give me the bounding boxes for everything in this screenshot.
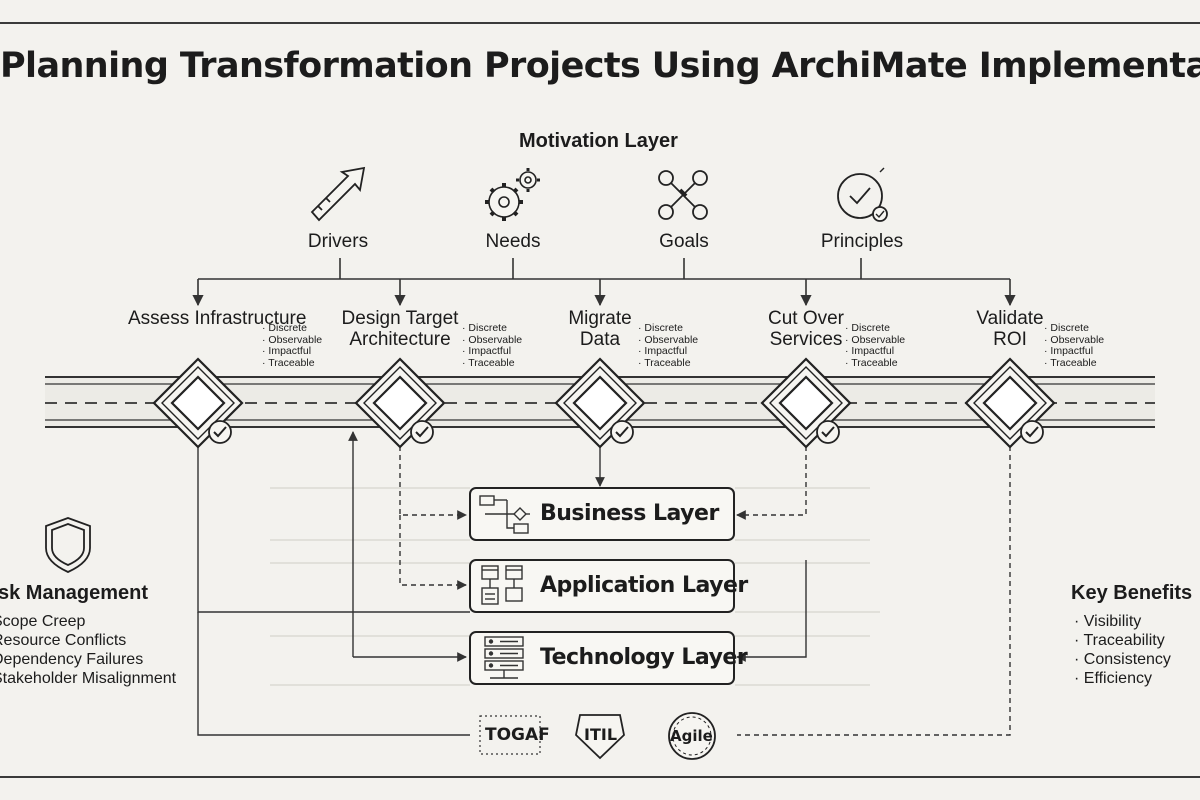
- event-name-validate: Validate ROI: [968, 308, 1052, 350]
- event-marker: [152, 357, 244, 449]
- top-border: [0, 22, 1200, 24]
- motivation-connectors: [192, 258, 1016, 307]
- event-marker: [554, 357, 646, 449]
- event-prop: · Observable: [462, 333, 523, 346]
- event-prop: · Observable: [1044, 333, 1105, 346]
- togaf-logo: TOGAF: [485, 725, 550, 745]
- risk-item: Resource Conflicts: [0, 632, 127, 649]
- check-badge-icon: [208, 420, 232, 444]
- event-prop: · Discrete: [262, 322, 307, 334]
- benefit-item: · Efficiency: [1074, 670, 1152, 687]
- event-prop: · Discrete: [462, 322, 507, 334]
- event-name-assess: Assess Infrastructure: [128, 308, 306, 329]
- benefit-item: · Visibility: [1074, 613, 1142, 630]
- event-marker: [354, 357, 446, 449]
- event-prop: · Discrete: [638, 322, 683, 334]
- event-prop: · Discrete: [845, 322, 890, 334]
- layer-connectors: [197, 431, 1011, 736]
- event-props-cutover: · Discrete · Observable · Impactful · Tr…: [845, 322, 906, 369]
- benefit-item: · Traceability: [1074, 632, 1165, 649]
- motivation-goals-label: Goals: [659, 231, 709, 252]
- risk-item: Scope Creep: [0, 613, 86, 630]
- event-marker: [760, 357, 852, 449]
- event-name-text: Assess Infrastructure: [128, 308, 307, 329]
- benefits-list: · Visibility · Traceability · Consistenc…: [1074, 612, 1171, 688]
- event-prop: · Discrete: [1044, 322, 1089, 334]
- process-flow-icon: [479, 495, 530, 534]
- event-prop: · Impactful: [262, 345, 312, 357]
- application-layer-label: Application Layer: [540, 573, 748, 598]
- event-prop: · Observable: [262, 333, 323, 346]
- event-markers: [152, 357, 1056, 449]
- app-components-icon: [481, 565, 523, 605]
- risk-list: Scope Creep Resource Conflicts Dependenc…: [0, 612, 176, 688]
- arrow-up-right-icon: [310, 166, 366, 222]
- event-prop: · Observable: [845, 333, 906, 346]
- risk-item: Dependency Failures: [0, 651, 144, 668]
- event-props-assess: · Discrete · Observable · Impactful · Tr…: [262, 322, 323, 369]
- event-name-design: Design Target Architecture: [335, 308, 465, 350]
- agile-logo: Agile: [670, 727, 713, 745]
- event-props-design: · Discrete · Observable · Impactful · Tr…: [462, 322, 523, 369]
- layer-boxes: [469, 487, 735, 685]
- risk-item: Stakeholder Misalignment: [0, 670, 177, 687]
- event-name-cutover: Cut Over Services: [762, 308, 850, 350]
- motivation-principles-label: Principles: [820, 231, 904, 252]
- event-prop: · Traceable: [262, 356, 315, 369]
- event-prop: · Traceable: [845, 356, 898, 369]
- check-badge-icon: [816, 420, 840, 444]
- event-prop: · Traceable: [462, 356, 515, 369]
- event-prop: · Observable: [638, 333, 699, 346]
- risk-management-title: Risk Management: [0, 582, 149, 604]
- event-prop: · Traceable: [1044, 356, 1097, 369]
- server-stack-icon: [484, 636, 524, 679]
- event-name-text: Migrate Data: [568, 308, 632, 350]
- event-prop: · Impactful: [638, 345, 688, 357]
- check-badge-icon: [410, 420, 434, 444]
- gears-icon: [485, 168, 540, 221]
- check-badge-icon: [610, 420, 634, 444]
- event-prop: · Impactful: [462, 345, 512, 357]
- crossed-tools-icon: [658, 170, 708, 220]
- bottom-border: [0, 776, 1200, 778]
- benefit-item: · Consistency: [1074, 651, 1171, 668]
- motivation-layer-title: Motivation Layer: [519, 130, 678, 152]
- motivation-drivers-label: Drivers: [307, 231, 369, 252]
- shield-icon: [45, 517, 91, 573]
- event-prop: · Impactful: [1044, 345, 1094, 357]
- motivation-needs-label: Needs: [485, 231, 541, 252]
- check-badge-icon: [1020, 420, 1044, 444]
- event-props-validate: · Discrete · Observable · Impactful · Tr…: [1044, 322, 1105, 369]
- event-name-text: Cut Over Services: [767, 308, 845, 350]
- event-marker: [964, 357, 1056, 449]
- event-prop: · Impactful: [845, 345, 895, 357]
- technology-layer-label: Technology Layer: [540, 645, 748, 670]
- event-prop: · Traceable: [638, 356, 691, 369]
- page-title: Planning Transformation Projects Using A…: [0, 46, 1200, 86]
- itil-logo: ITIL: [584, 725, 618, 744]
- event-name-text: Design Target Architecture: [341, 308, 459, 350]
- event-name-migrate: Migrate Data: [555, 308, 645, 350]
- business-layer-label: Business Layer: [540, 501, 719, 526]
- event-name-text: Validate ROI: [976, 308, 1044, 350]
- key-benefits-title: Key Benefits: [1071, 582, 1193, 604]
- framework-logos: [479, 712, 716, 760]
- event-props-migrate: · Discrete · Observable · Impactful · Tr…: [638, 322, 699, 369]
- compass-check-icon: [837, 167, 888, 222]
